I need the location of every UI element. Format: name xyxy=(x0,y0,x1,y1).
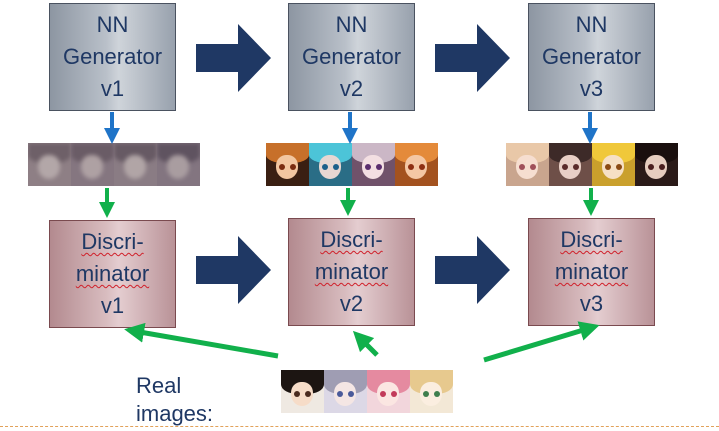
generated-image xyxy=(114,143,157,186)
generated-images-v1 xyxy=(28,143,200,186)
generator-box-v2: NN Generator v2 xyxy=(288,3,415,111)
generator-label-word: Generator xyxy=(301,44,402,69)
generated-image xyxy=(309,143,352,186)
discriminator-label-version: v3 xyxy=(579,291,604,316)
generated-image xyxy=(395,143,438,186)
generated-images-v2 xyxy=(266,143,438,186)
generated-image xyxy=(71,143,114,186)
generated-image xyxy=(506,143,549,186)
discriminator-label-part2: minator xyxy=(314,259,389,284)
generator-label-version: v2 xyxy=(339,76,364,101)
progress-arrow-gen-1-2 xyxy=(196,24,271,92)
real-image xyxy=(281,370,324,413)
generated-image xyxy=(157,143,200,186)
generator-label-word: Generator xyxy=(62,44,163,69)
generator-label-nn: NN xyxy=(575,12,608,37)
real-images xyxy=(281,370,453,413)
discriminator-box-v3: Discri- minator v3 xyxy=(528,218,655,326)
real-image xyxy=(410,370,453,413)
discriminator-label-part1: Discri- xyxy=(320,227,383,252)
bottom-dashed-divider xyxy=(0,426,719,427)
generated-image xyxy=(28,143,71,186)
discriminator-label-part2: minator xyxy=(75,261,150,286)
real-input-arrow-v2 xyxy=(352,330,379,357)
progress-arrow-disc-2-3 xyxy=(435,236,510,304)
generator-label-nn: NN xyxy=(96,12,129,37)
discriminator-box-v2: Discri- minator v2 xyxy=(288,218,415,326)
generated-image xyxy=(352,143,395,186)
generator-label-word: Generator xyxy=(541,44,642,69)
real-input-arrow-v1 xyxy=(124,322,279,359)
generated-image xyxy=(592,143,635,186)
generated-image xyxy=(549,143,592,186)
discriminator-label-part1: Discri- xyxy=(81,229,144,254)
generator-box-v1: NN Generator v1 xyxy=(49,3,176,111)
generated-image xyxy=(635,143,678,186)
discriminator-label-version: v2 xyxy=(339,291,364,316)
generated-image xyxy=(266,143,309,186)
discriminator-box-v1: Discri- minator v1 xyxy=(49,220,176,328)
real-input-arrow-v3 xyxy=(483,321,600,363)
generator-label-version: v3 xyxy=(579,76,604,101)
progress-arrow-disc-1-2 xyxy=(196,236,271,304)
discriminator-label-part1: Discri- xyxy=(560,227,623,252)
real-image xyxy=(367,370,410,413)
discriminator-label-version: v1 xyxy=(100,293,125,318)
generator-label-version: v1 xyxy=(100,76,125,101)
discriminator-label-part2: minator xyxy=(554,259,629,284)
progress-arrow-gen-2-3 xyxy=(435,24,510,92)
generated-images-v3 xyxy=(506,143,678,186)
generator-box-v3: NN Generator v3 xyxy=(528,3,655,111)
generator-label-nn: NN xyxy=(335,12,368,37)
real-image xyxy=(324,370,367,413)
